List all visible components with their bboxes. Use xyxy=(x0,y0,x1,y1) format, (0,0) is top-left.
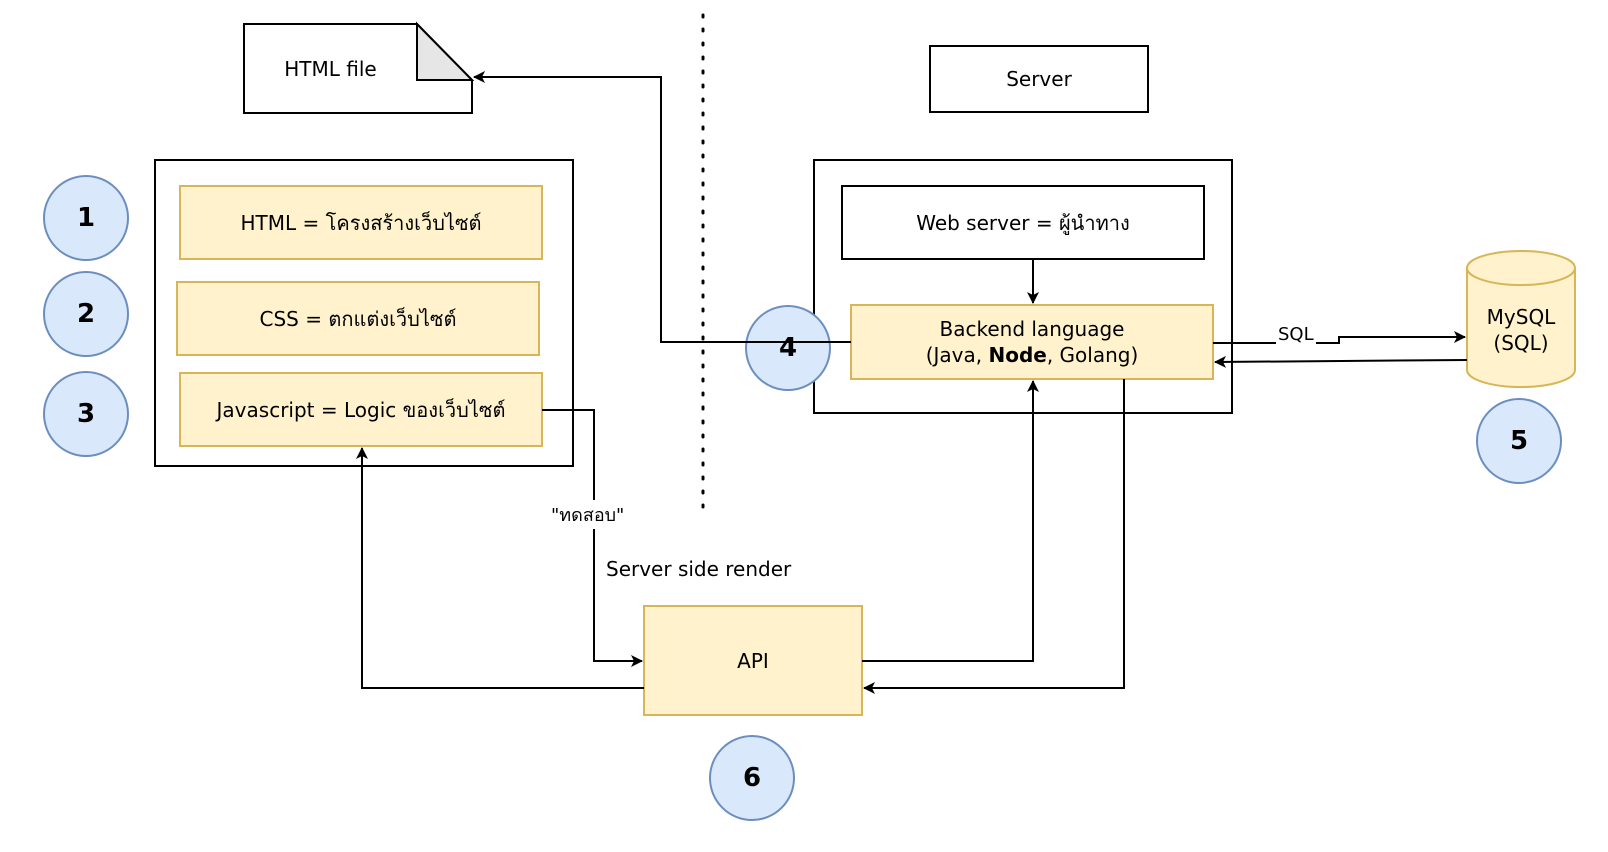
marker-circle-1 xyxy=(43,175,129,261)
backend-languages-open: (Java, xyxy=(925,343,989,367)
marker-number-6: 6 xyxy=(742,763,762,793)
web-server-label: Web server = ผู้นำทาง xyxy=(916,210,1130,235)
edge-api-to-js xyxy=(356,447,644,689)
marker-number-3: 3 xyxy=(76,399,96,429)
marker-circle-2 xyxy=(43,271,129,357)
edge-backend-to-html-file xyxy=(473,71,851,343)
edge-mysql-to-backend xyxy=(1214,355,1468,368)
backend-languages-close: , Golang) xyxy=(1046,343,1139,367)
backend-languages: (Java, Node, Golang) xyxy=(926,342,1139,368)
marker-circle-5 xyxy=(1476,398,1562,484)
html-file-label: HTML file xyxy=(284,57,377,81)
html-file-fold xyxy=(416,21,475,81)
css-box xyxy=(176,281,540,356)
css-row-label: CSS = ตกแต่งเว็บไซต์ xyxy=(259,306,457,331)
server-box xyxy=(929,45,1149,113)
html-file-shape xyxy=(243,23,473,114)
api-label: API xyxy=(737,648,769,673)
marker-number-5: 5 xyxy=(1509,426,1529,456)
edge-backend-to-api xyxy=(863,379,1125,694)
api-box xyxy=(643,605,863,716)
js-row-label: Javascript = Logic ของเว็บไซต์ xyxy=(216,397,506,422)
edge-api-to-backend xyxy=(862,380,1039,662)
sql-edge-label: SQL xyxy=(1276,324,1316,345)
edge-js-to-api xyxy=(542,409,643,667)
mysql-type: (SQL) xyxy=(1493,331,1549,355)
marker-number-2: 2 xyxy=(76,299,96,329)
marker-circle-6 xyxy=(709,735,795,821)
backend-title: Backend language xyxy=(939,317,1125,341)
html-box xyxy=(179,185,543,260)
html-row-label: HTML = โครงสร้างเว็บไซต์ xyxy=(240,210,482,235)
backend-label: Backend language (Java, Node, Golang) xyxy=(851,305,1213,379)
mysql-name: MySQL xyxy=(1486,305,1556,329)
web-server-box xyxy=(841,185,1205,260)
marker-number-4: 4 xyxy=(778,333,798,363)
marker-circle-4 xyxy=(745,305,831,391)
mysql-label: MySQL (SQL) xyxy=(1467,300,1575,360)
mysql-cylinder xyxy=(1466,250,1576,388)
js-box xyxy=(179,372,543,447)
ssr-label: Server side render xyxy=(606,557,792,581)
test-edge-label: "ทดสอบ" xyxy=(551,500,625,529)
server-label: Server xyxy=(1006,67,1072,91)
edge-backend-to-mysql xyxy=(1213,331,1466,344)
marker-number-1: 1 xyxy=(76,203,96,233)
marker-circle-3 xyxy=(43,371,129,457)
backend-languages-node: Node xyxy=(988,343,1047,367)
